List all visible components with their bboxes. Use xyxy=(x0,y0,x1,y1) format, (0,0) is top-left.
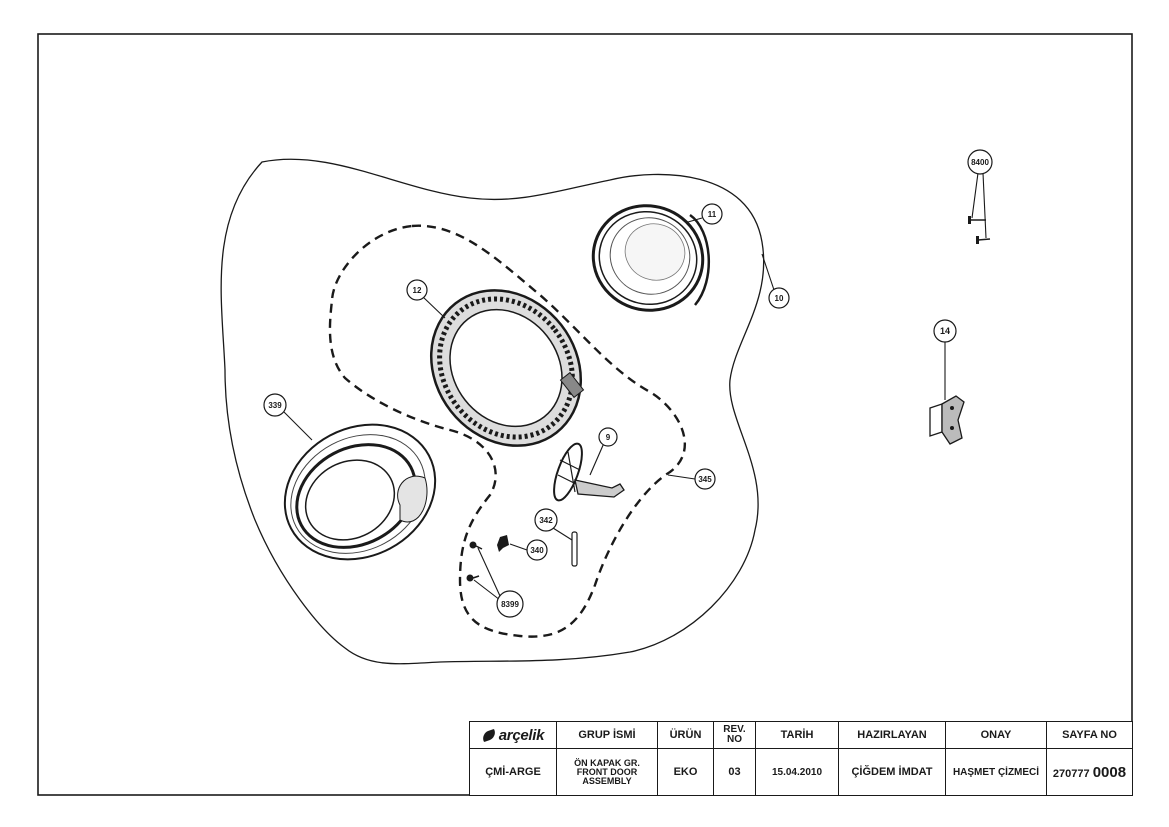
svg-text:345: 345 xyxy=(698,475,712,484)
svg-text:12: 12 xyxy=(413,286,422,295)
svg-text:342: 342 xyxy=(539,516,553,525)
header-date: TARİH xyxy=(755,721,839,749)
part-339-door-frame xyxy=(283,423,437,561)
svg-text:11: 11 xyxy=(708,210,717,219)
callout-9: 9 xyxy=(598,427,618,447)
part-11-gasket xyxy=(591,204,711,312)
part-340-clip xyxy=(497,535,509,552)
callout-8399: 8399 xyxy=(496,590,524,618)
callout-8400: 8400 xyxy=(967,149,993,175)
svg-text:339: 339 xyxy=(268,401,282,410)
department-value: ÇMİ-ARGE xyxy=(469,748,557,796)
callout-14: 14 xyxy=(933,319,957,343)
callout-12: 12 xyxy=(406,279,428,301)
callout-345: 345 xyxy=(694,468,716,490)
product-value: EKO xyxy=(657,748,714,796)
callout-340: 340 xyxy=(526,539,548,561)
prepared-by-value: ÇİĞDEM İMDAT xyxy=(838,748,946,796)
header-page-no: SAYFA NO xyxy=(1046,721,1133,749)
part-9-hinge xyxy=(553,442,625,502)
subassembly-dashed-boundary xyxy=(328,224,687,638)
callout-342: 342 xyxy=(534,508,558,532)
page-no-value: 270777 0008 xyxy=(1046,748,1133,796)
title-block: arçelik GRUP İSMİ ÜRÜN REV.NO TARİH HAZI… xyxy=(469,721,1133,796)
svg-text:8400: 8400 xyxy=(971,158,989,167)
svg-text:10: 10 xyxy=(775,294,784,303)
header-approved-by: ONAY xyxy=(945,721,1047,749)
assembly-boundary xyxy=(220,158,765,665)
date-value: 15.04.2010 xyxy=(755,748,839,796)
part-12-inner-frame xyxy=(429,289,585,447)
header-product: ÜRÜN xyxy=(657,721,714,749)
callout-339: 339 xyxy=(263,393,287,417)
svg-text:340: 340 xyxy=(530,546,544,555)
part-342-pin xyxy=(571,531,578,567)
header-group-name: GRUP İSMİ xyxy=(556,721,658,749)
part-14-bracket xyxy=(929,395,965,445)
brand-logo: arçelik xyxy=(469,721,557,749)
svg-text:9: 9 xyxy=(606,433,611,442)
part-8400-screws xyxy=(968,216,991,244)
leader-lines xyxy=(283,172,987,601)
approved-by-value: HAŞMET ÇİZMECİ xyxy=(945,748,1047,796)
header-prepared-by: HAZIRLAYAN xyxy=(838,721,946,749)
svg-text:8399: 8399 xyxy=(501,600,519,609)
callout-10: 10 xyxy=(768,287,790,309)
callout-11: 11 xyxy=(701,203,723,225)
leaf-icon xyxy=(480,728,497,743)
rev-value: 03 xyxy=(713,748,756,796)
svg-text:14: 14 xyxy=(940,326,950,336)
part-8399-screws xyxy=(466,541,483,582)
header-rev: REV.NO xyxy=(713,721,756,749)
sheet-border xyxy=(37,33,1133,796)
